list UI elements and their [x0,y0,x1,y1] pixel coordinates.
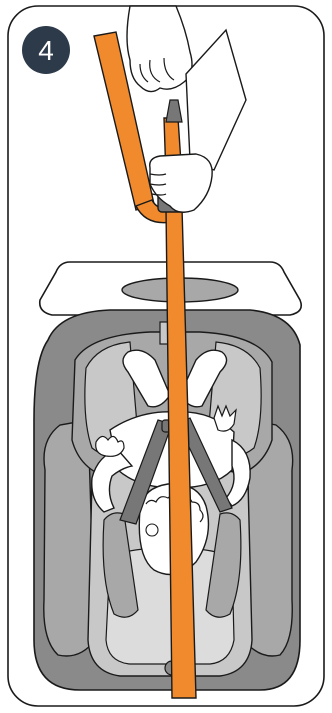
child-ear [146,524,158,536]
step-number: 4 [38,35,54,66]
step-badge: 4 [22,26,70,74]
